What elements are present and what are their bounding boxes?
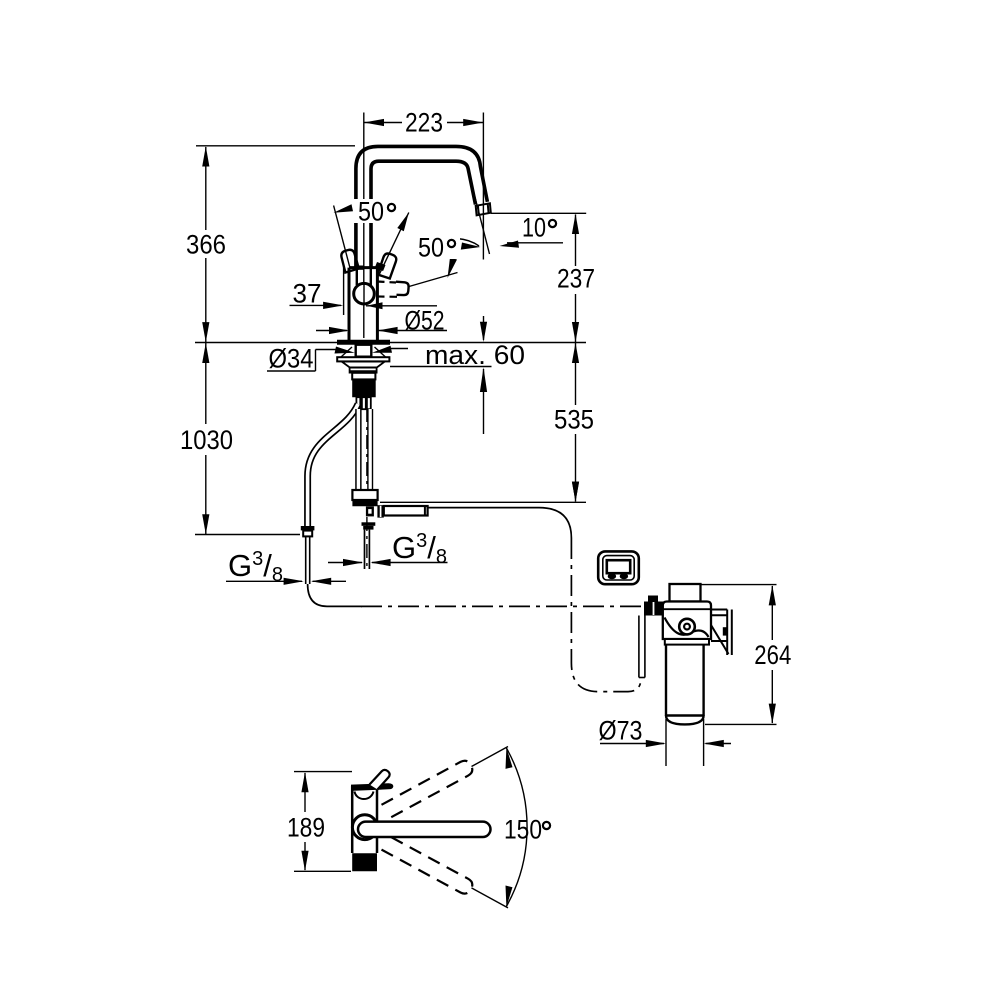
svg-text:189: 189 xyxy=(287,813,325,843)
svg-text:535: 535 xyxy=(554,405,594,435)
svg-text:max. 60: max. 60 xyxy=(425,340,525,370)
svg-text:366: 366 xyxy=(186,230,226,260)
svg-text:Ø73: Ø73 xyxy=(599,716,643,746)
svg-text:Ø52: Ø52 xyxy=(405,306,445,336)
svg-text:Ø34: Ø34 xyxy=(269,344,314,374)
svg-text:237: 237 xyxy=(557,264,595,294)
svg-text:50: 50 xyxy=(418,233,444,263)
svg-text:223: 223 xyxy=(405,108,443,138)
svg-text:37: 37 xyxy=(293,279,322,309)
svg-text:50: 50 xyxy=(358,197,384,227)
svg-text:150: 150 xyxy=(504,815,542,845)
svg-text:10: 10 xyxy=(522,213,546,243)
svg-text:1030: 1030 xyxy=(180,425,233,455)
svg-text:264: 264 xyxy=(754,640,791,670)
